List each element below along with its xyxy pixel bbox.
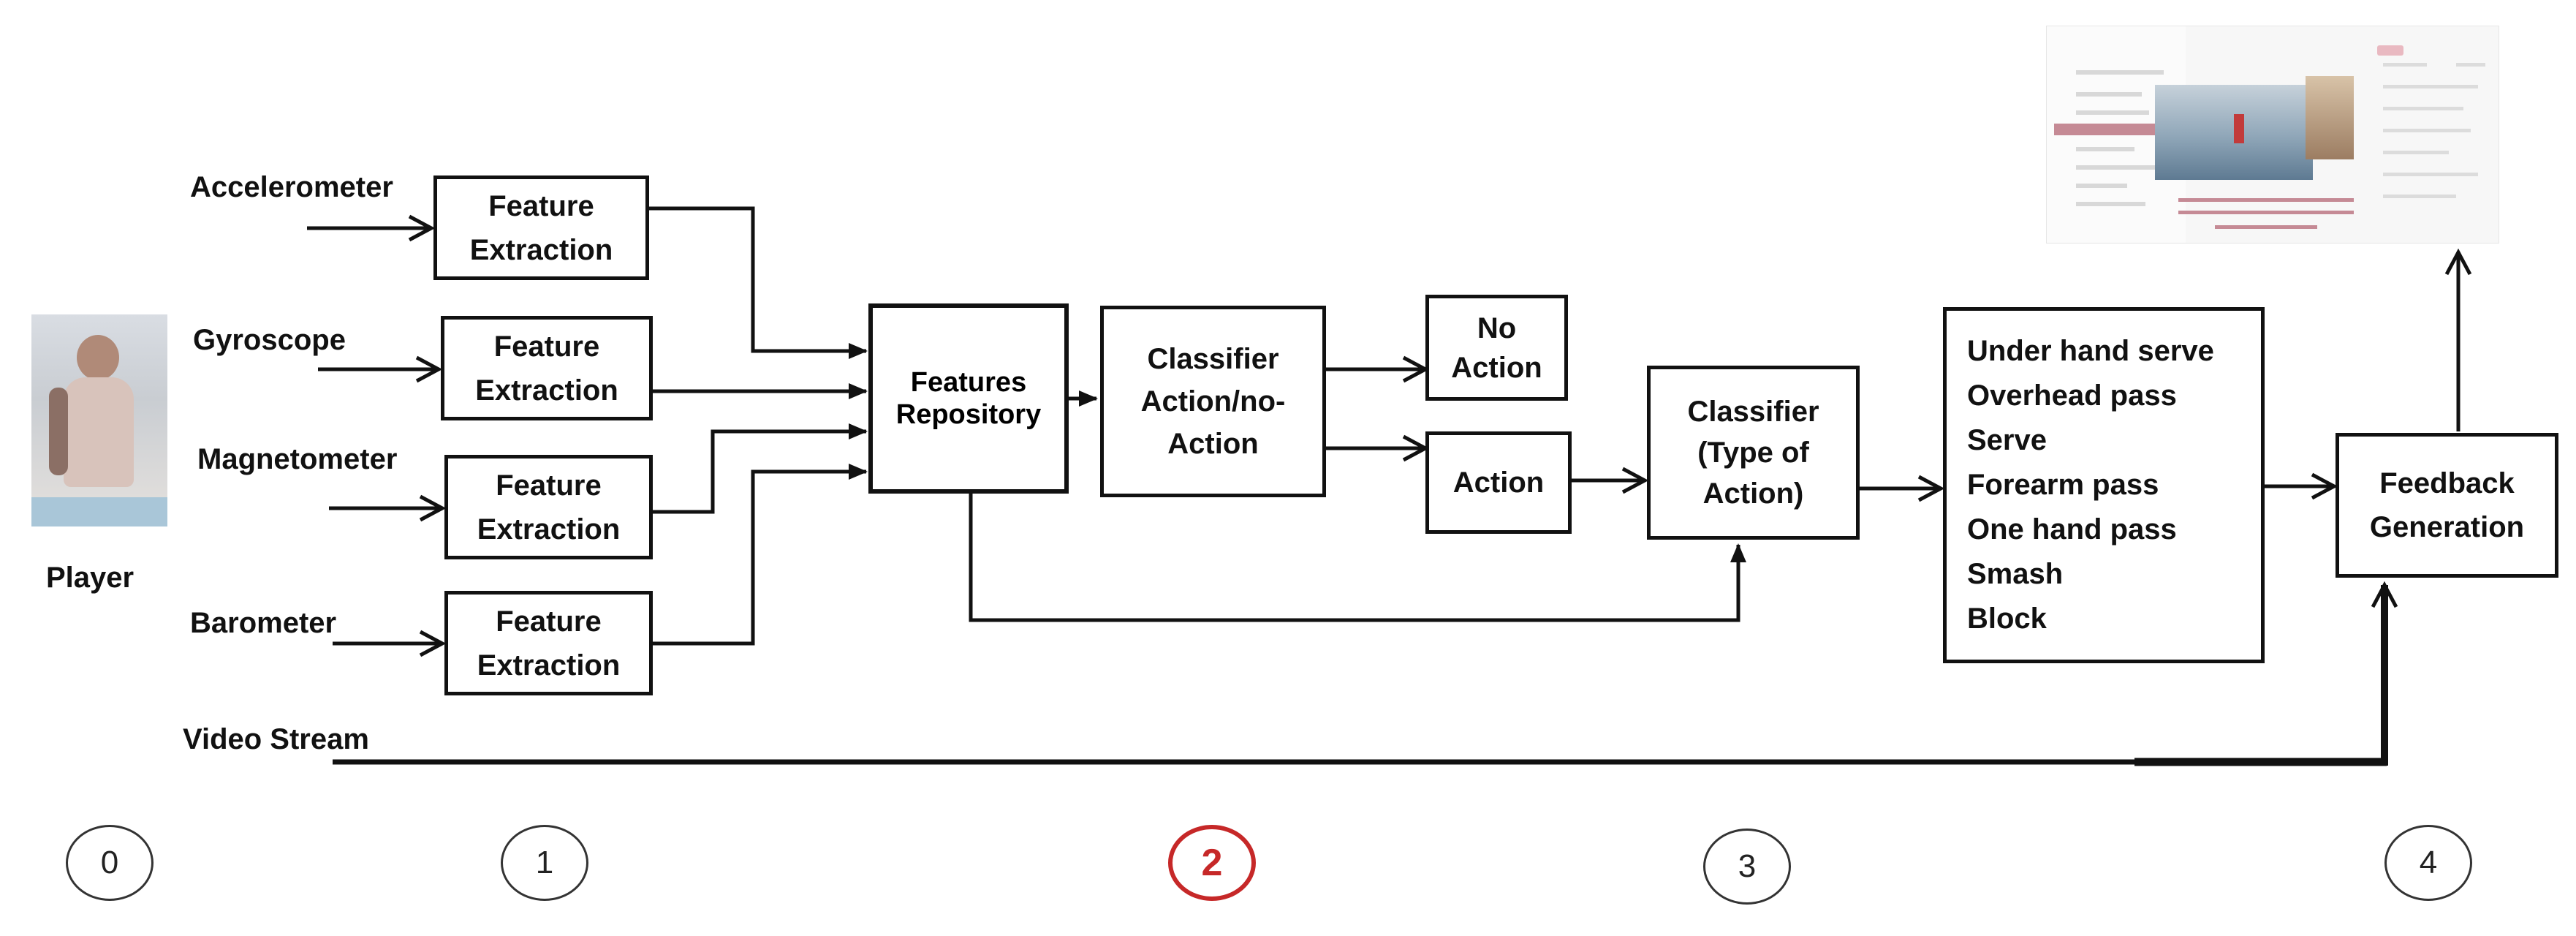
arrow-fe3-repo — [653, 423, 868, 514]
action-type-item: Overhead pass — [1967, 380, 2177, 412]
action-type-item: Smash — [1967, 558, 2064, 590]
action-type-item: Under hand serve — [1967, 335, 2214, 367]
accelerometer-label: Accelerometer — [190, 171, 393, 203]
stage-3-circle: 3 — [1703, 829, 1791, 905]
action-box: Action — [1425, 431, 1572, 534]
action-type-item: Serve — [1967, 424, 2047, 456]
feedback-screenshot-image — [2047, 26, 2499, 243]
arrow-fe1-repo — [649, 206, 868, 359]
magnetometer-label: Magnetometer — [197, 443, 398, 475]
gyroscope-label: Gyroscope — [193, 324, 346, 356]
video-stream-label: Video Stream — [183, 723, 369, 755]
player-image — [31, 314, 167, 526]
player-label: Player — [46, 562, 135, 594]
arrow-fe4-repo — [653, 464, 868, 646]
action-type-item: One hand pass — [1967, 513, 2177, 546]
stage-2-circle: 2 — [1168, 825, 1256, 901]
arrow-repo-typeclassifier — [969, 494, 1746, 622]
stage-0-circle: 0 — [66, 825, 154, 901]
action-types-list-box: Under hand serve Overhead pass Serve For… — [1943, 307, 2265, 663]
action-type-item: Forearm pass — [1967, 469, 2159, 501]
action-type-item: Block — [1967, 603, 2047, 635]
stage-1-circle: 1 — [501, 825, 588, 901]
barometer-label: Barometer — [190, 607, 337, 639]
stage-4-circle: 4 — [2384, 825, 2472, 901]
